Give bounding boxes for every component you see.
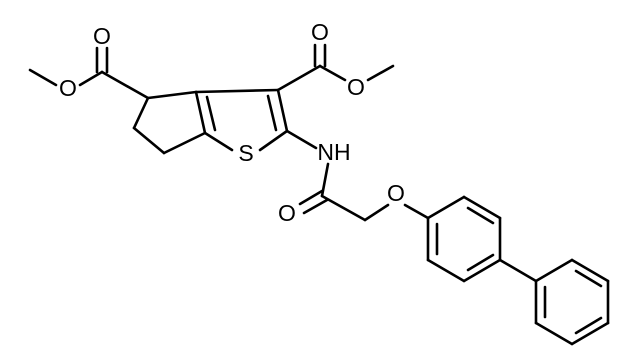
bond-fused-inner [205,95,217,132]
bond-ring2-inner-b [574,316,603,335]
bond-thio-c2-s [258,129,289,152]
bond-cp-3 [162,131,207,155]
bond-ring2-2 [534,321,574,346]
bond-ring2-6 [534,258,574,283]
bond-cp-4 [146,90,198,100]
bond-c2-n [285,129,318,150]
atom-o-ether: O [387,180,405,206]
bond-ring1-inner-c [466,206,495,225]
bond-ring1-2 [426,258,466,283]
bond-ester-left-to-ring [100,70,150,100]
atom-nh-amide: NH [317,139,350,165]
bond-carbonyl-ch2 [320,194,367,222]
atom-o-ester-left: O [59,75,77,101]
bond-methyl-ester-left-ch3 [28,68,58,87]
atom-o-ester-right: O [347,74,365,100]
atom-o-carbonyl-right: O [311,19,329,45]
bond-ring1-inner-b [466,253,495,272]
bond-cp-2 [132,126,166,155]
bond-methyl-ester-right-ch3 [366,64,395,82]
bond-ch2-o [363,203,390,222]
bond-ring1-6 [426,195,466,220]
bond-cp-1 [132,96,150,130]
bond-fused [194,90,207,135]
bond-ring2-3 [570,321,610,346]
bond-thio-s-c6a [203,131,234,152]
bond-ring1-3 [462,258,502,283]
atom-s-thiophene: S [238,140,253,166]
atom-o-carbonyl-left: O [93,23,111,49]
bond-ester-right-to-ring [276,64,322,92]
bond-ester-left-o-c [78,70,104,87]
bond-amide-co-a [298,189,324,206]
bond-ester-right-o-c [318,64,347,82]
bond-thio-c3-c2 [276,88,289,133]
bond-ring2-5 [570,258,610,283]
bond-amide-co-b [302,198,329,215]
bond-ring1-5 [462,195,502,220]
bond-biaryl [498,258,538,283]
atom-o-amide: O [278,200,296,226]
bond-thio-c3a-c3 [194,88,280,94]
bond-o-aryl [403,203,430,220]
bond-ring2-inner-c [574,269,603,288]
bond-thio-c3-c2-inner [266,94,278,132]
